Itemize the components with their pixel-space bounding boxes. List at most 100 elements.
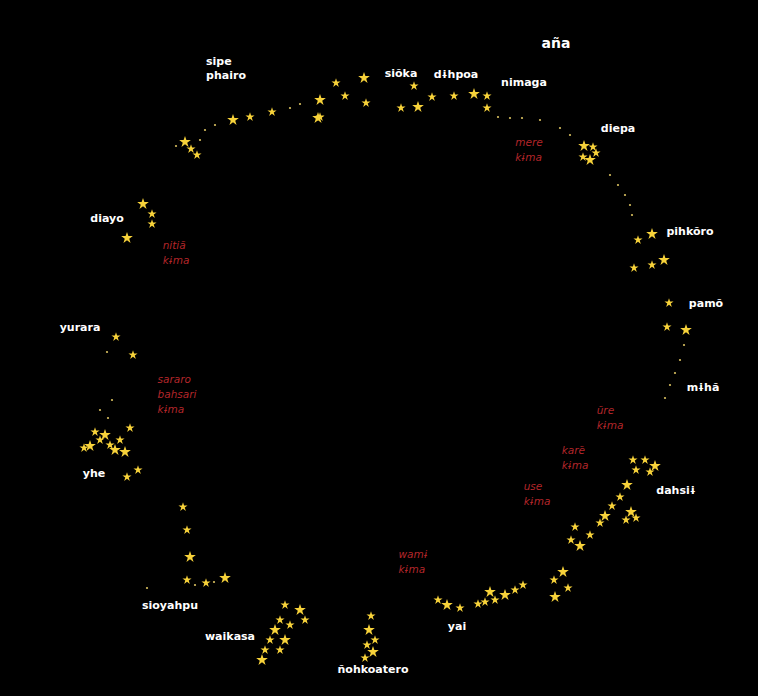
star [95, 435, 104, 444]
star [473, 599, 482, 608]
faint-star [199, 139, 201, 141]
star [480, 597, 489, 606]
constellation-name: dɨhpoa [434, 68, 479, 82]
star [645, 467, 654, 476]
star [360, 653, 369, 662]
faint-star [683, 344, 685, 346]
star [631, 513, 640, 522]
constellation-name: sipe phairo [206, 55, 246, 83]
faint-star [539, 119, 541, 121]
star [219, 572, 231, 583]
constellation-name: dahsiɨ [656, 484, 695, 498]
star [433, 595, 442, 604]
constellation-name: pihkõro [666, 225, 713, 239]
faint-star [509, 117, 511, 119]
star [549, 591, 561, 602]
constellation-name: nimaga [501, 76, 547, 90]
star [449, 91, 458, 100]
star [396, 103, 405, 112]
star [128, 350, 137, 359]
star [367, 646, 379, 657]
constellation-name: yhe [83, 467, 105, 481]
constellation-name: mɨhã [687, 381, 720, 395]
star [121, 232, 133, 243]
constellation-name: pamõ [689, 297, 723, 311]
season-label: wamɨ kɨma [398, 547, 427, 577]
star [595, 518, 604, 527]
star [625, 506, 637, 517]
star [179, 136, 191, 147]
faint-star [569, 134, 571, 136]
season-label: mere kɨma [515, 135, 542, 165]
faint-star [299, 103, 301, 105]
faint-star [175, 145, 177, 147]
star [482, 91, 491, 100]
star [518, 580, 527, 589]
constellation-name: ñohkoatero [338, 663, 409, 677]
star [591, 148, 600, 157]
faint-star [664, 397, 666, 399]
star [409, 81, 418, 90]
season-label: karẽ kɨma [562, 443, 589, 473]
constellation-name: yai [448, 620, 466, 634]
star [621, 515, 630, 524]
star [137, 198, 149, 209]
faint-star [559, 127, 561, 129]
star [294, 604, 306, 615]
star [269, 624, 281, 635]
season-label: use kɨma [524, 479, 551, 509]
star [370, 635, 379, 644]
star [412, 101, 424, 112]
faint-star [521, 117, 523, 119]
faint-star [617, 184, 619, 186]
star [260, 645, 269, 654]
star [664, 298, 673, 307]
star [256, 654, 268, 665]
star [358, 72, 370, 83]
star [125, 423, 134, 432]
star [658, 254, 670, 265]
star [680, 324, 692, 335]
star [105, 440, 114, 449]
faint-star [631, 214, 633, 216]
constellation-name: yurara [60, 321, 101, 335]
star [633, 235, 642, 244]
star [267, 107, 276, 116]
star [178, 502, 187, 511]
star [599, 510, 611, 521]
faint-star [204, 129, 206, 131]
faint-star [213, 581, 215, 583]
star [111, 332, 120, 341]
star [621, 479, 633, 490]
faint-star [214, 124, 216, 126]
star [490, 595, 499, 604]
star [640, 455, 649, 464]
faint-star [669, 384, 671, 386]
star [115, 435, 124, 444]
star [566, 535, 575, 544]
star [549, 575, 558, 584]
star [361, 98, 370, 107]
faint-star [146, 587, 148, 589]
star [279, 634, 291, 645]
star [147, 219, 156, 228]
faint-star [106, 351, 108, 353]
star [275, 615, 284, 624]
season-label: nitiã kɨma [163, 238, 190, 268]
star [662, 322, 671, 331]
star [482, 103, 491, 112]
constellation-name: diepa [601, 122, 635, 136]
star [280, 600, 289, 609]
star [578, 152, 587, 161]
star [314, 94, 326, 105]
star [468, 88, 480, 99]
star [192, 150, 201, 159]
constellation-name: sioyahpu [142, 599, 198, 613]
faint-star [624, 194, 626, 196]
star [366, 611, 375, 620]
star [119, 446, 131, 457]
star [631, 465, 640, 474]
faint-star [194, 584, 196, 586]
star [484, 586, 496, 597]
